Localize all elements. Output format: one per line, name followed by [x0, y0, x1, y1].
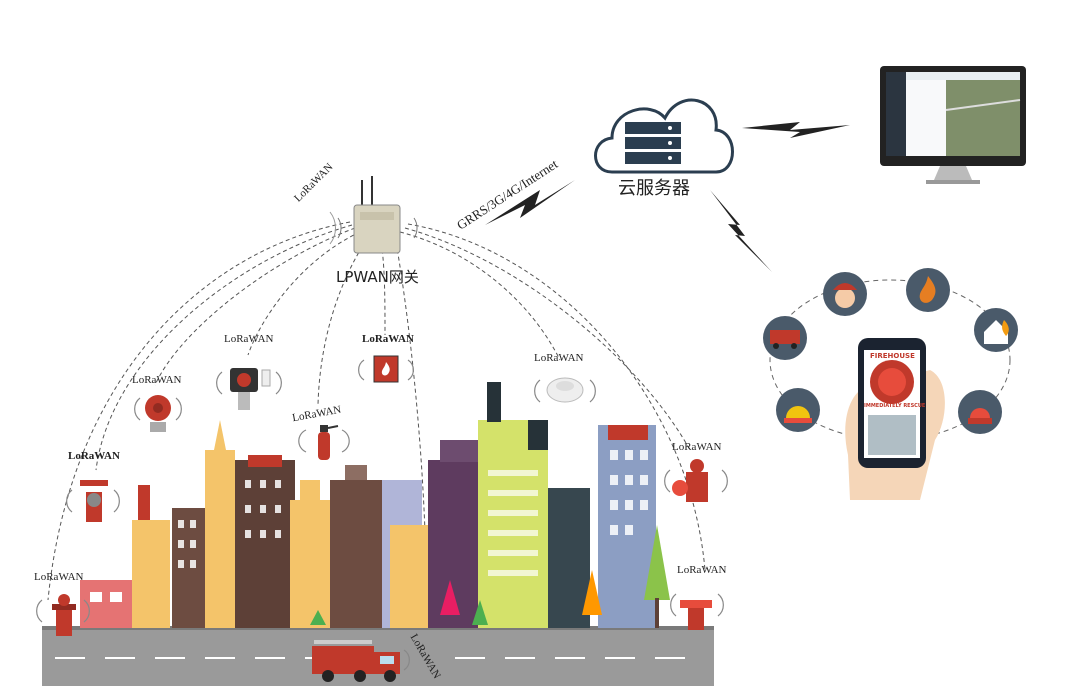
fire-hydrant-right-icon	[680, 600, 712, 630]
signal-arcs	[36, 359, 728, 671]
gas-detector-icon	[230, 368, 271, 410]
lorawan-label-smoke-detector: LoRaWAN	[534, 352, 584, 364]
fire-alarm-bell-icon	[145, 395, 171, 432]
hydrant-valve-right-icon	[672, 459, 708, 502]
lorawan-label-valve-right: LoRaWAN	[672, 441, 722, 453]
city-skyline	[80, 382, 670, 628]
gateway-router-icon	[329, 176, 418, 254]
lorawan-label-hydrant-left: LoRaWAN	[34, 571, 84, 583]
smoke-detector-icon	[546, 377, 584, 403]
lightning-links	[485, 122, 850, 272]
firefighter-icon	[823, 272, 867, 316]
lorawan-label-gas-detector: LoRaWAN	[224, 333, 274, 345]
hydrant-valve-icon	[80, 480, 108, 522]
fire-truck-icon	[312, 640, 400, 682]
phone-badge-top: FIREHOUSE	[870, 352, 915, 360]
beacon-icon	[776, 388, 820, 432]
monitor-icon	[880, 66, 1026, 184]
flame-icon	[906, 268, 950, 312]
phone-badge-bottom: IMMEDIATELY RESCUE	[864, 403, 926, 409]
wireless-links	[47, 221, 706, 641]
cloud-label: 云服务器	[618, 178, 690, 199]
house-fire-icon	[974, 308, 1018, 352]
fire-extinguisher-icon	[318, 425, 339, 460]
cloud-server-icon	[594, 98, 734, 174]
lorawan-label-valve-left: LoRaWAN	[68, 450, 120, 462]
fire-panel-icon	[373, 355, 399, 383]
lorawan-label-hydrant-right: LoRaWAN	[677, 564, 727, 576]
siren-icon	[958, 390, 1002, 434]
lorawan-label-alarm-bell: LoRaWAN	[132, 374, 182, 386]
lorawan-label-fire-panel: LoRaWAN	[362, 333, 414, 345]
fire-hydrant-icon	[52, 594, 76, 636]
mobile-app-ring	[769, 279, 1011, 500]
gateway-label: LPWAN网关	[336, 268, 419, 286]
fire-engine-icon	[763, 316, 807, 360]
